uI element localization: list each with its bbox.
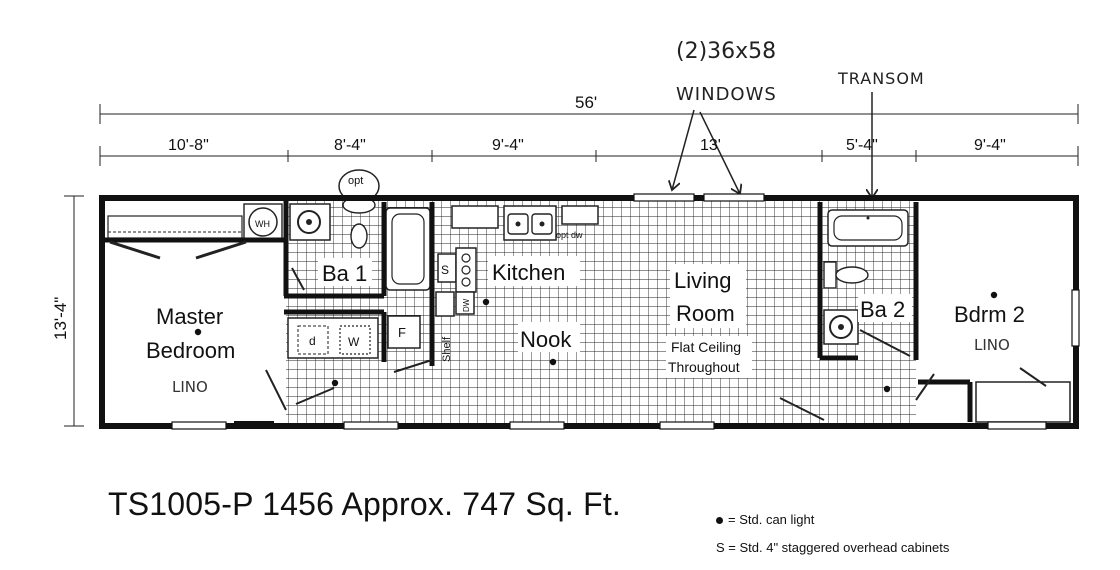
overall-dimension <box>99 104 1079 124</box>
furnace-box <box>387 315 421 349</box>
dim-segment-4: 13' <box>700 137 721 154</box>
washer-label: W <box>348 335 360 349</box>
toilet-ba1-icon <box>350 223 368 249</box>
shelf-box <box>435 291 455 317</box>
width-dimension <box>64 195 84 427</box>
can-light-icon <box>549 358 557 366</box>
nook-label: Nook <box>520 327 572 352</box>
dryer-label: d <box>309 334 316 348</box>
bedroom-2-floor-note: LINO <box>974 336 1010 354</box>
flat-ceiling-note: Flat Ceiling <box>671 339 741 355</box>
dryer-icon <box>297 325 329 355</box>
opt-dw-cabinet <box>561 205 599 225</box>
bathtub-ba2 <box>827 209 909 247</box>
dishwasher-label: DW <box>462 298 471 312</box>
master-closet <box>107 215 243 239</box>
laundry-area <box>287 317 379 359</box>
dim-segment-1: 10'-8" <box>168 137 209 154</box>
legend-staggered-text: S = Std. 4" staggered overhead cabinets <box>716 540 950 555</box>
opt-toilet-label: opt <box>348 175 363 187</box>
width-label: 13'-4" <box>51 297 70 340</box>
can-light-icon <box>883 385 891 393</box>
living-room-label-line1: Living <box>674 268 731 293</box>
bedroom-2-label: Bdrm 2 <box>954 302 1025 327</box>
legend-can-light: = Std. can light <box>716 512 814 527</box>
water-heater-icon <box>248 207 278 237</box>
windows-arrow-right <box>699 111 740 194</box>
master-floor-note: LINO <box>172 378 208 396</box>
floor-plan: (2)36x58 WINDOWS TRANSOM 56' 10'-8" 8'-4… <box>51 39 1080 430</box>
transom-annotation: TRANSOM <box>837 69 925 88</box>
master-bedroom-label-line1: Master <box>156 304 223 329</box>
dim-segment-2: 8'-4" <box>334 137 366 154</box>
shelf-label: Shelf <box>441 336 453 362</box>
dim-segment-3: 9'-4" <box>492 137 524 154</box>
opt-dw-label: opt dw <box>556 230 583 240</box>
furnace-label: F <box>398 325 406 340</box>
can-light-icon <box>482 298 490 306</box>
throughout-note: Throughout <box>668 359 740 375</box>
toilet-ba2-icon <box>835 266 869 284</box>
living-room-label-line2: Room <box>676 301 735 326</box>
overall-length-label: 56' <box>575 93 597 112</box>
burner-icon <box>461 253 471 263</box>
can-light-icon <box>331 379 339 387</box>
water-heater-label: WH <box>255 219 270 229</box>
washer-icon <box>339 325 371 355</box>
staggered-cabinet-label: S <box>441 263 449 277</box>
interior-walls <box>104 200 973 422</box>
dim-segment-5: 5'-4" <box>846 137 878 154</box>
can-light-icon <box>990 291 998 299</box>
legend-can-light-text: = Std. can light <box>728 512 815 527</box>
range <box>455 247 477 293</box>
legend-staggered: S = Std. 4" staggered overhead cabinets <box>716 540 949 555</box>
burner-icon <box>461 265 471 275</box>
bath-2-label: Ba 2 <box>860 297 905 322</box>
can-light-icon <box>194 328 202 336</box>
can-light-icon <box>716 517 723 525</box>
front-door <box>234 421 274 429</box>
master-bedroom-label-line2: Bedroom <box>146 338 235 363</box>
dishwasher <box>455 291 475 315</box>
windows-qty-annotation: (2)36x58 <box>676 39 776 64</box>
windows-annotation: WINDOWS <box>676 84 777 105</box>
bath-1-label: Ba 1 <box>322 261 367 286</box>
windows-arrow-left <box>672 109 695 190</box>
door-swings <box>265 267 1047 421</box>
can-lights <box>194 291 998 393</box>
kitchen-cabinet-left <box>451 205 499 229</box>
plan-caption: TS1005-P 1456 Approx. 747 Sq. Ft. <box>108 486 622 522</box>
dim-segment-6: 9'-4" <box>974 137 1006 154</box>
window-openings <box>171 193 1080 430</box>
closet-bdrm2 <box>975 381 1071 423</box>
burner-icon <box>461 277 471 287</box>
toilet-tank-ba2-icon <box>823 261 837 289</box>
segment-dimensions <box>99 146 1079 166</box>
kitchen-label: Kitchen <box>492 260 565 285</box>
